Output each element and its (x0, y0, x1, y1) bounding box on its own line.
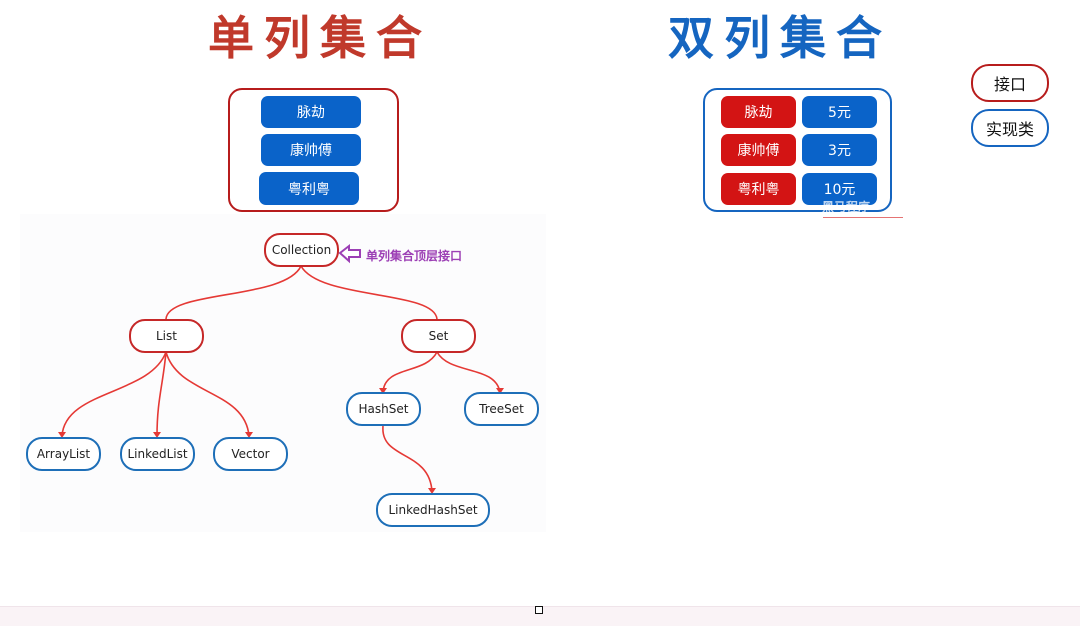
edge-hashset-linkedhashset (382, 425, 433, 493)
node-list: List (129, 319, 204, 353)
edge-collection-set (300, 265, 438, 320)
legend-class: 实现类 (971, 109, 1049, 147)
collection-annotation: 单列集合顶层接口 (366, 249, 463, 263)
node-linkedhashset: LinkedHashSet (376, 493, 490, 527)
resize-handle[interactable] (535, 606, 543, 614)
edge-set-treeset (436, 351, 501, 393)
arrowhead-linkedhashset (428, 488, 436, 494)
edge-list-linkedlist (156, 351, 167, 437)
arrowhead-hashset (379, 388, 387, 394)
double-value-3: 10元 (802, 173, 877, 205)
title-double-collection: 双列集合 (668, 11, 892, 65)
node-set: Set (401, 319, 476, 353)
node-vector: Vector (213, 437, 288, 471)
title-single-collection: 单列集合 (208, 11, 432, 65)
node-hashset: HashSet (346, 392, 421, 426)
single-item-2: 康帅傅 (261, 134, 361, 166)
node-linkedlist: LinkedList (120, 437, 195, 471)
edge-list-vector (165, 351, 250, 437)
legend-interface: 接口 (971, 64, 1049, 102)
edge-list-arraylist (61, 351, 167, 437)
double-key-2: 康帅傅 (721, 134, 796, 166)
single-item-1: 脉劫 (261, 96, 361, 128)
double-value-1: 5元 (802, 96, 877, 128)
double-key-3: 粤利粤 (721, 173, 796, 205)
arrowhead-treeset (496, 388, 504, 394)
edge-collection-list (165, 265, 302, 320)
watermark-text: 黑马程序 (822, 200, 871, 214)
arrowhead-linkedlist (153, 432, 161, 438)
watermark-underline (823, 217, 903, 218)
arrowhead-arraylist (58, 432, 66, 438)
node-collection: Collection (264, 233, 339, 267)
arrowhead-vector (245, 432, 253, 438)
double-value-2: 3元 (802, 134, 877, 166)
edge-set-hashset (382, 351, 438, 393)
single-item-3: 粤利粤 (259, 172, 359, 205)
node-treeset: TreeSet (464, 392, 539, 426)
node-arraylist: ArrayList (26, 437, 101, 471)
arrow-left-icon (338, 243, 361, 264)
double-key-1: 脉劫 (721, 96, 796, 128)
hierarchy-area (20, 214, 546, 532)
